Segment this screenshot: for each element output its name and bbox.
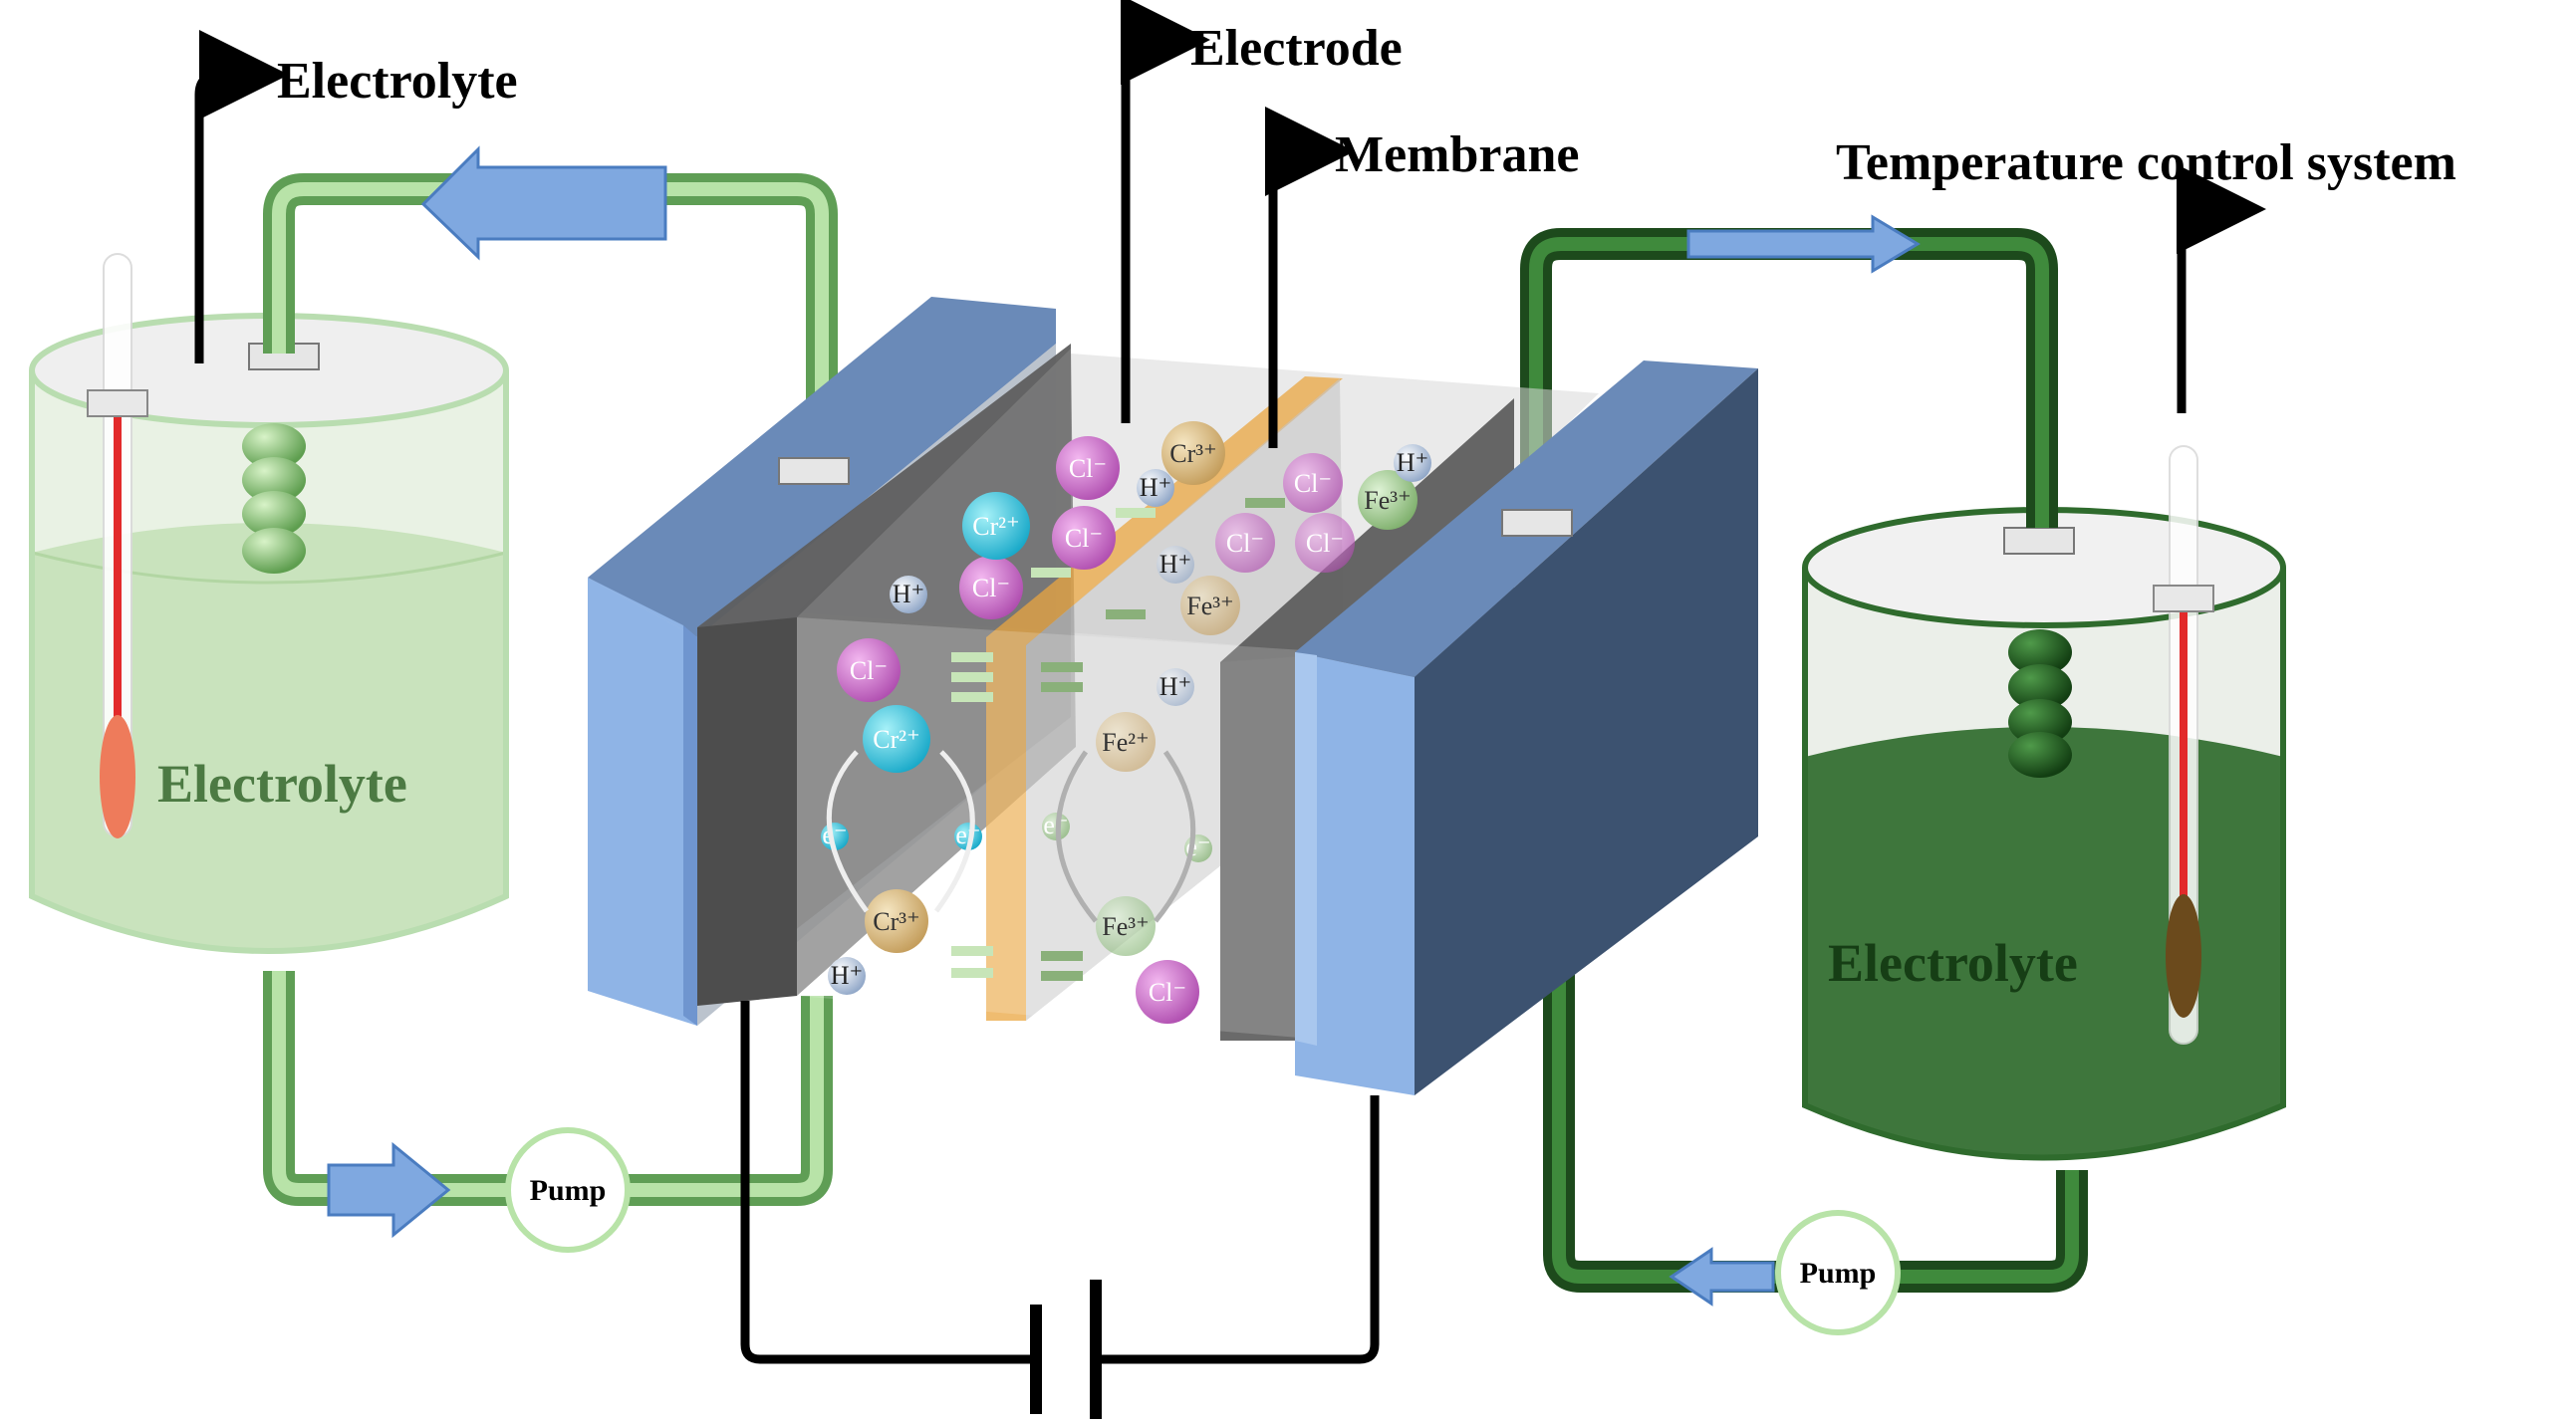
ion-h: H⁺ <box>890 576 927 613</box>
cell-left-port <box>778 457 850 485</box>
membrane-sheet <box>986 376 1343 1021</box>
ion-h: H⁺ <box>1157 546 1194 584</box>
svg-text:Cr³⁺: Cr³⁺ <box>1169 439 1217 468</box>
ion-h: H⁺ <box>828 957 866 995</box>
right-tank-label: Electrolyte <box>1828 933 2078 993</box>
right-top-flow-arrow <box>1686 214 1921 274</box>
ion-cl: Cl⁻ <box>1295 513 1355 573</box>
svg-text:H⁺: H⁺ <box>1159 550 1192 579</box>
svg-text:H⁺: H⁺ <box>893 580 925 608</box>
callout-arrows <box>194 0 2266 448</box>
external-circuit <box>740 1001 1380 1364</box>
left-pump: Pump <box>505 1127 631 1253</box>
left-tank-liquid <box>32 523 506 951</box>
ion-cl: Cl⁻ <box>1052 506 1116 570</box>
ion-cr2: Cr²⁺ <box>962 492 1030 560</box>
ion-h: H⁺ <box>1394 444 1431 482</box>
ions: Cl⁻ Cl⁻ Cl⁻ Cl⁻ Cl⁻ Cl⁻ Cl⁻ Cl⁻ Cr²⁺ Cr²… <box>821 421 1431 1024</box>
svg-text:H⁺: H⁺ <box>1140 473 1172 502</box>
label-temperature-control: Temperature control system <box>1836 134 2456 191</box>
svg-text:Cl⁻: Cl⁻ <box>1226 529 1264 558</box>
svg-text:Cl⁻: Cl⁻ <box>1069 454 1107 483</box>
svg-text:H⁺: H⁺ <box>1397 448 1429 477</box>
ion-cr3: Cr³⁺ <box>1161 421 1225 485</box>
svg-text:Cr²⁺: Cr²⁺ <box>873 725 920 754</box>
svg-text:Cr²⁺: Cr²⁺ <box>972 512 1020 541</box>
ion-h: H⁺ <box>1137 469 1174 507</box>
right-bottom-flow-arrow <box>1669 1247 1775 1307</box>
label-electrolyte: Electrolyte <box>277 53 518 110</box>
ion-cl: Cl⁻ <box>1215 513 1275 573</box>
left-tank: Electrolyte <box>29 253 509 954</box>
right-pump: Pump <box>1775 1210 1901 1335</box>
svg-text:Cl⁻: Cl⁻ <box>1149 978 1186 1007</box>
svg-text:Cl⁻: Cl⁻ <box>850 656 888 685</box>
right-tank: Electrolyte <box>1802 445 2286 1161</box>
ion-fe3: Fe³⁺ <box>1358 470 1417 530</box>
right-tank-blobs <box>2008 629 2072 778</box>
svg-text:Fe³⁺: Fe³⁺ <box>1364 486 1412 515</box>
left-bottom-flow-arrow <box>327 1141 451 1239</box>
left-tank-label: Electrolyte <box>157 754 407 814</box>
label-electrode: Electrode <box>1190 20 1403 77</box>
ion-cr2: Cr²⁺ <box>863 705 930 773</box>
svg-text:Cl⁻: Cl⁻ <box>972 574 1010 602</box>
ion-cl: Cl⁻ <box>1056 436 1120 500</box>
electron: e⁻ <box>954 821 982 850</box>
svg-text:H⁺: H⁺ <box>1159 672 1192 701</box>
right-tank-port <box>2003 527 2075 555</box>
ion-fe3: Fe³⁺ <box>1096 896 1156 956</box>
reaction-cycles <box>826 750 1196 923</box>
ion-cl: Cl⁻ <box>1283 453 1343 513</box>
svg-text:Cl⁻: Cl⁻ <box>1294 469 1332 498</box>
battery-icon <box>1030 1280 1102 1419</box>
svg-text:H⁺: H⁺ <box>831 961 864 990</box>
right-pump-label: Pump <box>1800 1257 1877 1290</box>
svg-text:Cl⁻: Cl⁻ <box>1306 529 1344 558</box>
left-tank-blobs <box>242 423 306 574</box>
right-thermometer-icon <box>2153 445 2214 1045</box>
svg-text:Fe³⁺: Fe³⁺ <box>1102 912 1150 941</box>
ion-transfer-arrows <box>951 498 1285 981</box>
svg-text:Fe²⁺: Fe²⁺ <box>1102 728 1150 757</box>
cell-right-port <box>1501 509 1573 537</box>
left-top-flow-arrow <box>420 145 667 261</box>
svg-text:Cr³⁺: Cr³⁺ <box>873 907 920 936</box>
ion-cl: Cl⁻ <box>837 638 901 702</box>
label-membrane: Membrane <box>1335 126 1579 183</box>
svg-text:Cl⁻: Cl⁻ <box>1065 524 1103 553</box>
right-tank-liquid <box>1805 727 2283 1158</box>
ion-cr3: Cr³⁺ <box>865 889 928 953</box>
left-pump-label: Pump <box>530 1174 607 1207</box>
ion-cl: Cl⁻ <box>1136 960 1199 1024</box>
ion-fe2: Fe²⁺ <box>1096 712 1156 772</box>
svg-text:Fe³⁺: Fe³⁺ <box>1186 592 1234 620</box>
ion-h: H⁺ <box>1157 668 1194 706</box>
ion-fe3: Fe³⁺ <box>1180 576 1240 635</box>
ion-cl: Cl⁻ <box>959 556 1023 619</box>
left-thermometer-icon <box>87 253 148 838</box>
